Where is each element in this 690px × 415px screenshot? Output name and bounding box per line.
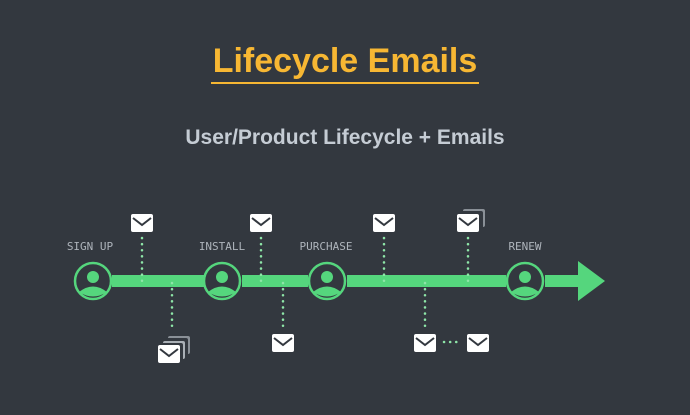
envelope-icon	[372, 213, 396, 233]
user-icon	[307, 261, 347, 301]
envelope-stack-icon	[456, 209, 485, 233]
title-text: Lifecycle Emails	[210, 42, 480, 84]
envelope-stack-icon	[157, 336, 190, 364]
stage-label: RENEW	[508, 240, 541, 253]
subtitle: User/Product Lifecycle + Emails	[185, 126, 505, 149]
user-icon	[505, 261, 545, 301]
timeline-arrow	[112, 261, 605, 301]
envelope-icon	[130, 213, 154, 233]
stage-purchase: PURCHASE	[300, 240, 353, 301]
envelope-icon	[466, 333, 490, 353]
stage-sign-up: SIGN UP	[67, 240, 114, 301]
user-icon	[202, 261, 242, 301]
user-icon	[73, 261, 113, 301]
stage-label: PURCHASE	[300, 240, 353, 253]
envelope-icon	[249, 213, 273, 233]
stage-label: SIGN UP	[67, 240, 114, 253]
stage-install: INSTALL	[199, 240, 246, 301]
envelope-icon	[271, 333, 295, 353]
envelope-icon	[413, 333, 437, 353]
title: Lifecycle Emails	[0, 42, 690, 84]
connectors	[140, 236, 470, 344]
stage-label: INSTALL	[199, 240, 246, 253]
stage-renew: RENEW	[505, 240, 545, 301]
